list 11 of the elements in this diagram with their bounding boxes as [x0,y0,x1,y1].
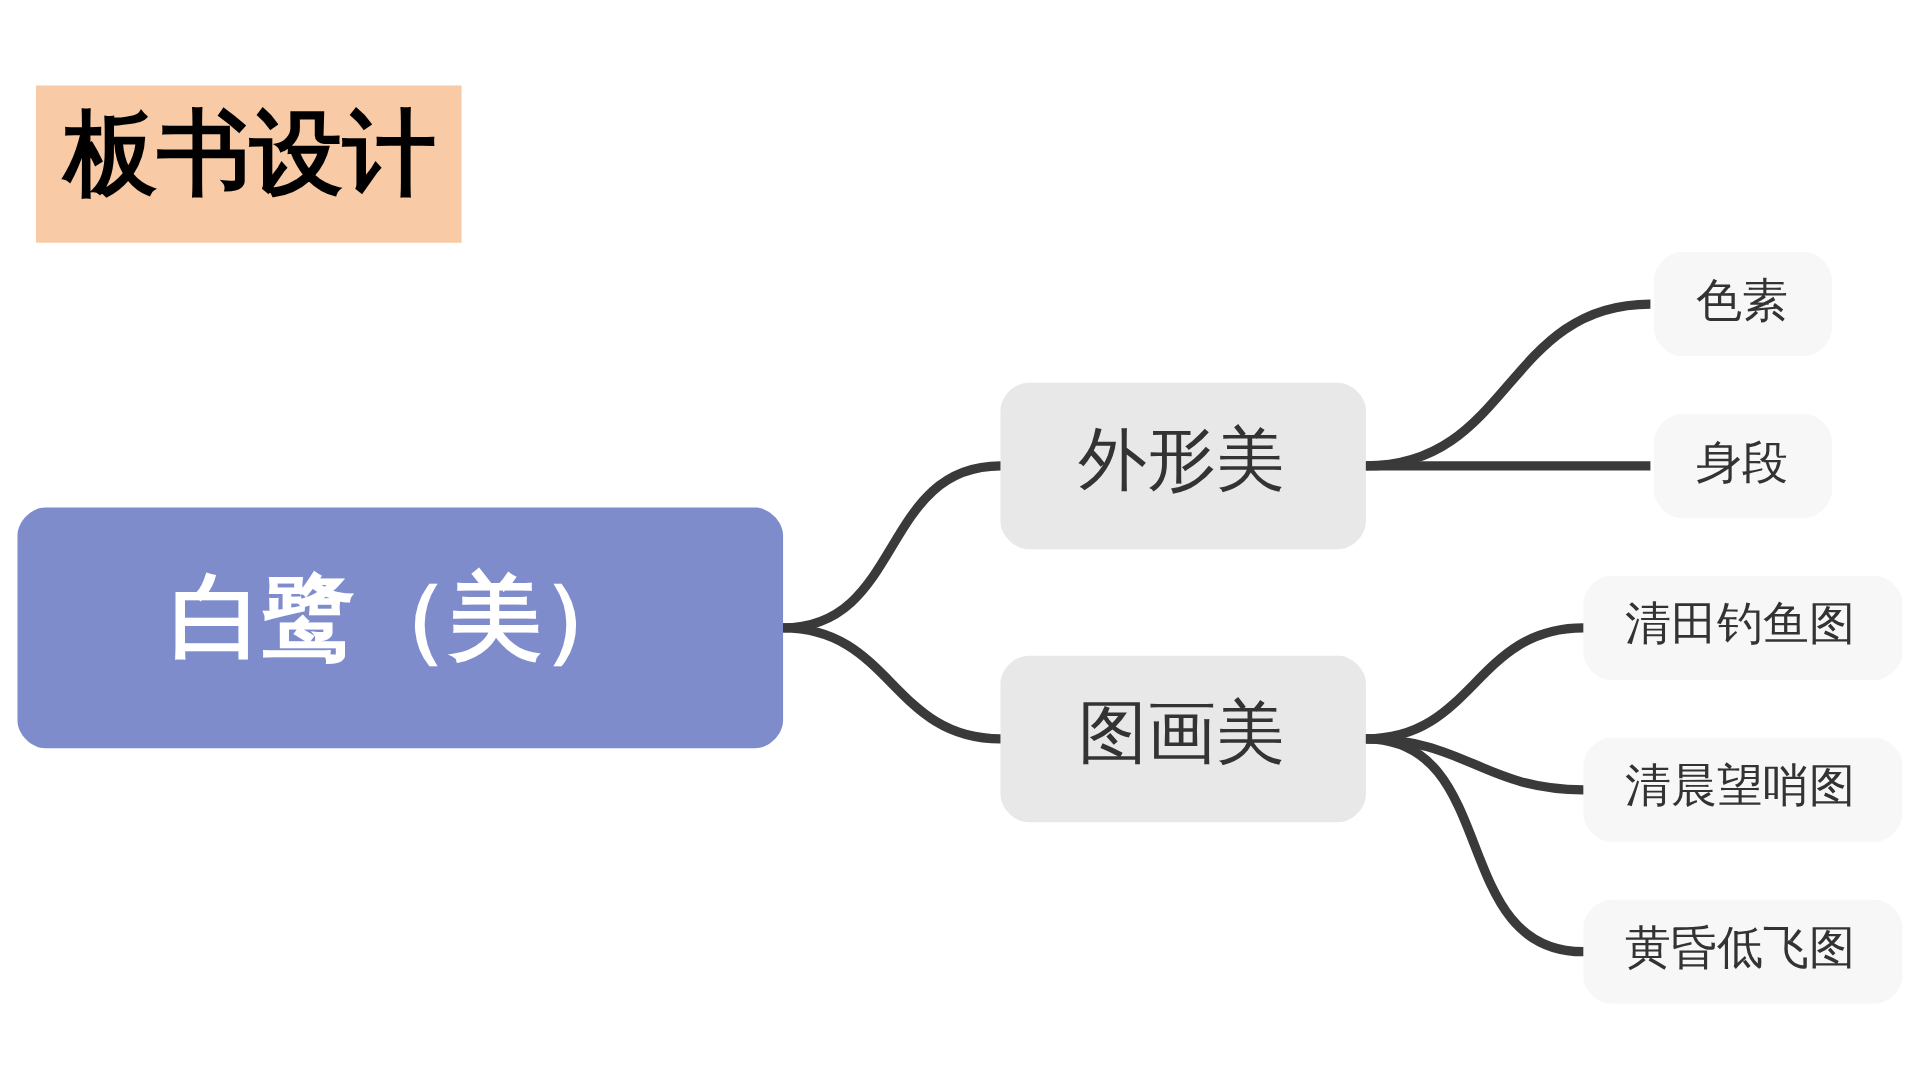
connector [782,623,1001,744]
connector [1365,461,1651,471]
node-box: 清晨望哨图 [1583,737,1903,842]
node-box: 黄昏低飞图 [1583,899,1903,1004]
node-box: 白鹭（美） [17,507,784,749]
node-box: 外形美 [1000,382,1366,550]
node-box: 图画美 [1000,655,1366,823]
node-box: 清田钓鱼图 [1583,575,1903,680]
diagram-title: 板书设计 [63,98,436,207]
connector [1365,299,1651,471]
connector [1365,734,1584,957]
